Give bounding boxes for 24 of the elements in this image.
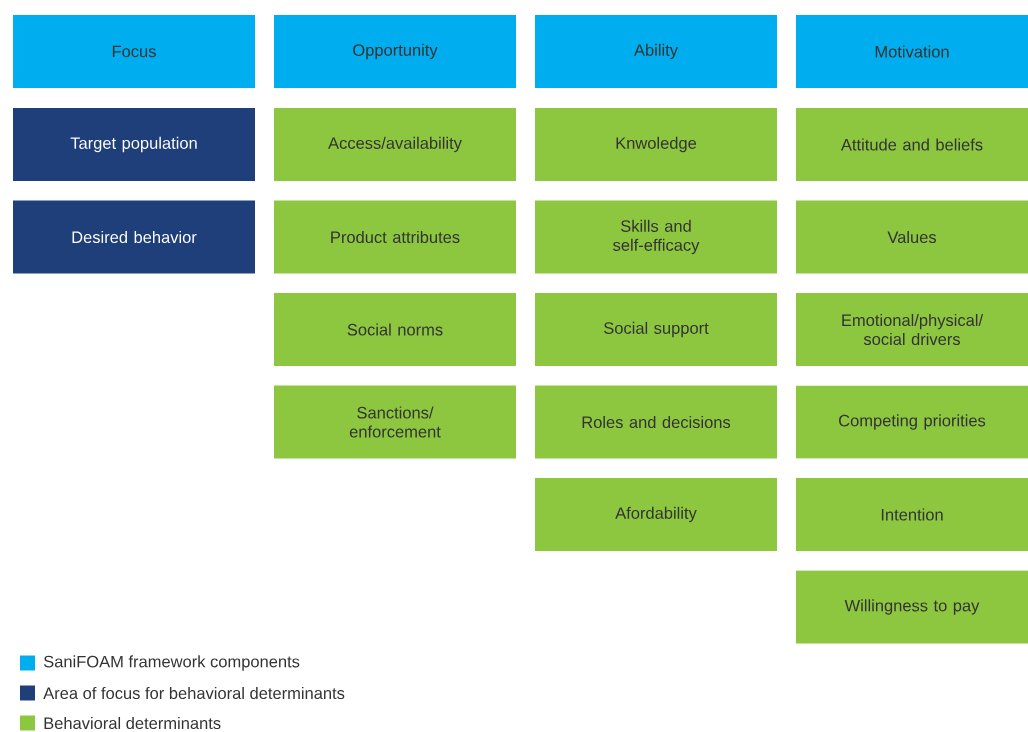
legend-label: Behavioral determinants [44,716,221,730]
header-box: Focus [13,15,255,88]
determinant-box: Competing priorities [796,385,1028,459]
determinant-box: Emotional/physical/ social drivers [796,293,1028,366]
determinant-box: Values [796,200,1028,274]
focus-box: Target population [13,108,255,181]
determinant-box: Skills and self-efficacy [535,200,777,274]
determinant-box: Willingness to pay [796,570,1028,644]
determinant-box: Knwoledge [535,108,777,181]
header-box: Ability [535,15,777,88]
focus-box: Desired behavior [13,200,255,274]
determinant-box: Roles and decisions [535,385,777,459]
legend-label: Area of focus for behavioral determinants [43,686,345,700]
determinant-box: Afordability [535,478,777,551]
determinant-box: Intention [796,478,1028,551]
determinant-box: Social norms [274,293,516,366]
header-box: Opportunity [274,15,516,88]
determinant-box: Attitude and beliefs [796,108,1028,181]
legend-label: SaniFOAM framework components [43,655,300,671]
determinant-box: Product attributes [274,200,516,274]
determinant-box: Sanctions/ enforcement [274,385,516,459]
determinant-box: Access/availability [274,108,516,181]
header-box: Motivation [796,15,1028,88]
determinant-box: Social support [535,293,777,366]
